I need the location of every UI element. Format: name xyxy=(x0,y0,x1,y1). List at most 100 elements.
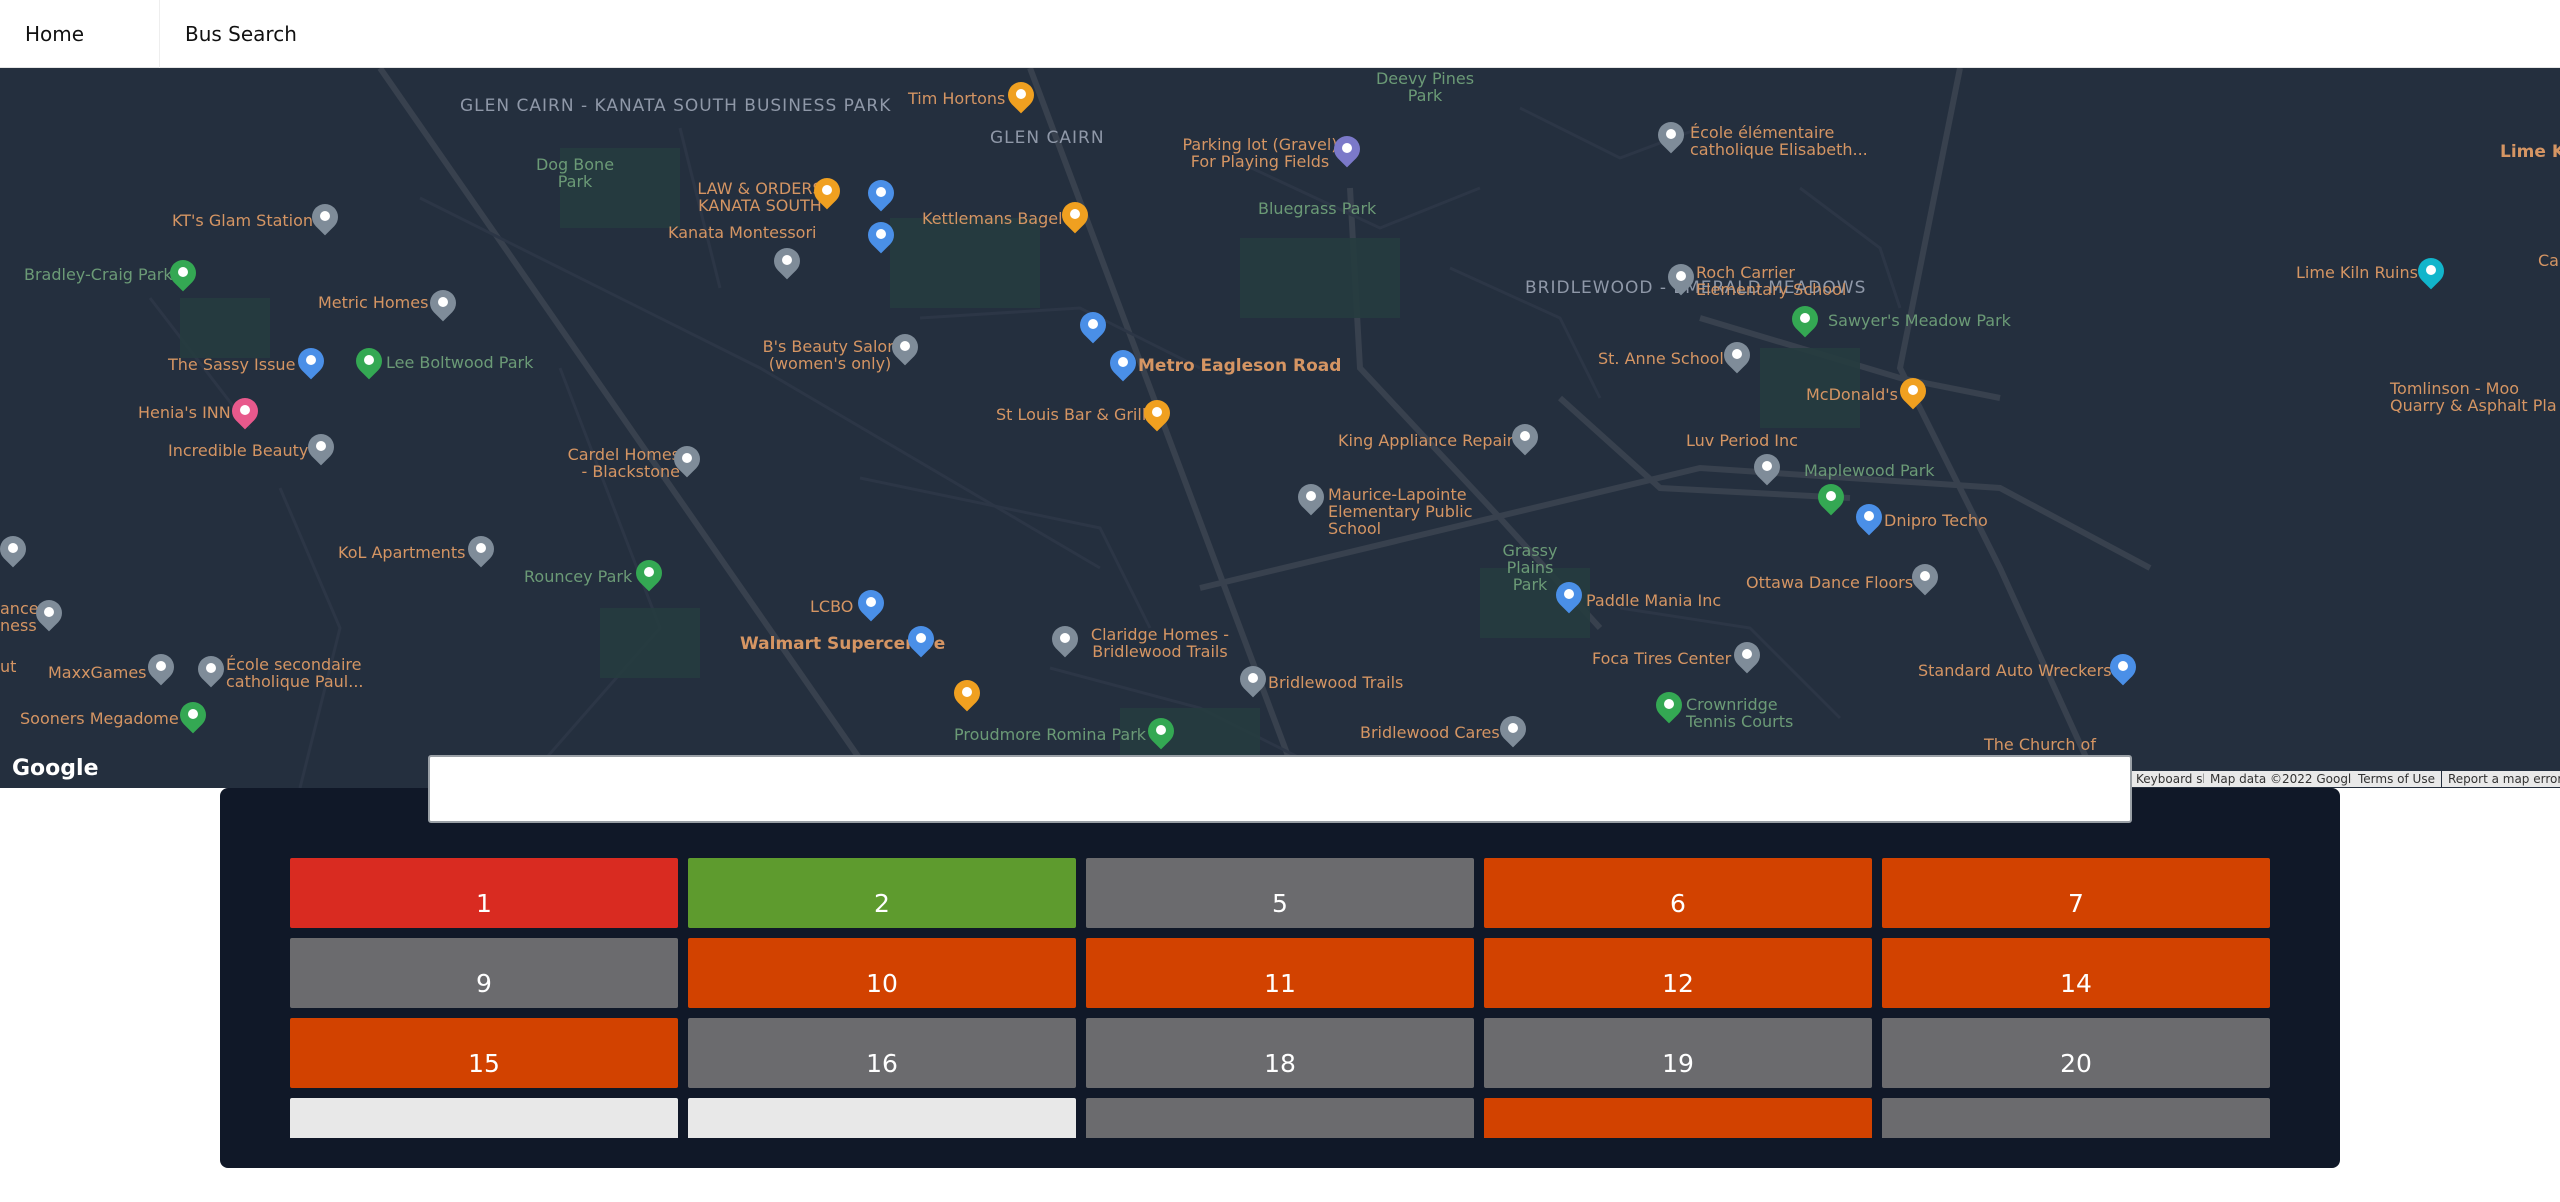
shopping-pin-icon[interactable] xyxy=(1074,306,1112,346)
place-pin-icon[interactable] xyxy=(142,648,180,688)
place-pin-icon[interactable] xyxy=(668,440,706,480)
route-button-15[interactable]: 15 xyxy=(290,1018,678,1088)
poi-claridge-homes[interactable]: Claridge Homes - Bridlewood Trails xyxy=(1090,625,1230,661)
poi-henias-inn[interactable]: Henia's INN xyxy=(138,403,231,422)
school-pin-icon[interactable] xyxy=(192,650,230,690)
terms-of-use-link[interactable]: Terms of Use xyxy=(2352,771,2441,787)
park-pin-icon[interactable] xyxy=(350,342,388,382)
place-pin-icon[interactable] xyxy=(1728,636,1766,676)
poi-grassy-plains-park[interactable]: Grassy Plains Park xyxy=(1502,541,1558,594)
route-button-12[interactable]: 12 xyxy=(1484,938,1872,1008)
route-button-6[interactable]: 6 xyxy=(1484,858,1872,928)
route-button-16[interactable]: 16 xyxy=(688,1018,1076,1088)
poi-cardel-homes[interactable]: Cardel Homes - Blackstone xyxy=(567,445,680,481)
poi-law-and-orders[interactable]: LAW & ORDERS KANATA SOUTH xyxy=(697,179,823,215)
shopping-pin-icon[interactable] xyxy=(902,620,940,660)
place-pin-icon[interactable] xyxy=(1494,710,1532,750)
poi-bridlewood-trails[interactable]: Bridlewood Trails xyxy=(1268,673,1404,692)
place-pin-icon[interactable] xyxy=(30,594,68,634)
poi-sooners-megadome[interactable]: Sooners Megadome xyxy=(20,709,179,728)
restaurant-pin-icon[interactable] xyxy=(1894,372,1932,412)
place-pin-icon[interactable] xyxy=(886,328,924,368)
poi-kol-apartments[interactable]: KoL Apartments xyxy=(338,543,466,562)
restaurant-pin-icon[interactable] xyxy=(948,674,986,714)
place-pin-icon[interactable] xyxy=(0,530,32,570)
route-button-20[interactable]: 20 xyxy=(1882,1018,2270,1088)
poi-tomlinson-quarry[interactable]: Tomlinson - Moo Quarry & Asphalt Pla xyxy=(2390,379,2557,415)
poi-sassy-issue[interactable]: The Sassy Issue xyxy=(168,355,296,374)
poi-bradley-craig-park[interactable]: Bradley-Craig Park xyxy=(24,265,173,284)
place-pin-icon[interactable] xyxy=(1234,660,1272,700)
poi-tim-hortons[interactable]: Tim Hortons xyxy=(908,89,1006,108)
park-pin-icon[interactable] xyxy=(1786,300,1824,340)
nav-bus-search-link[interactable]: Bus Search xyxy=(185,21,297,46)
poi-proudmore-romina-park[interactable]: Proudmore Romina Park xyxy=(954,725,1147,744)
place-pin-icon[interactable] xyxy=(1906,558,1944,598)
park-pin-icon[interactable] xyxy=(1812,478,1850,518)
report-map-error-link[interactable]: Report a map error xyxy=(2442,771,2560,787)
place-pin-icon[interactable] xyxy=(1046,620,1084,660)
school-pin-icon[interactable] xyxy=(1662,258,1700,298)
restaurant-pin-icon[interactable] xyxy=(1002,76,1040,116)
route-button-10[interactable]: 10 xyxy=(688,938,1076,1008)
route-button-5[interactable]: 5 xyxy=(1086,858,1474,928)
poi-standard-auto-wreckers[interactable]: Standard Auto Wreckers xyxy=(1918,661,2112,680)
park-pin-icon[interactable] xyxy=(630,554,668,594)
poi-ca[interactable]: Ca xyxy=(2538,251,2559,270)
route-button-18[interactable]: 18 xyxy=(1086,1018,1474,1088)
poi-crownridge-tennis[interactable]: Crownridge Tennis Courts xyxy=(1686,695,1794,731)
shopping-pin-icon[interactable] xyxy=(862,174,900,214)
place-pin-icon[interactable] xyxy=(462,530,500,570)
route-button-unlabeled-18[interactable] xyxy=(1484,1098,1872,1138)
place-pin-icon[interactable] xyxy=(424,284,462,324)
shopping-pin-icon[interactable] xyxy=(1550,576,1588,616)
route-button-unlabeled-17[interactable] xyxy=(1086,1098,1474,1138)
poi-foca-tires[interactable]: Foca Tires Center xyxy=(1592,649,1732,668)
poi-parking-lot[interactable]: Parking lot (Gravel) For Playing Fields xyxy=(1182,135,1338,171)
shopping-pin-icon[interactable] xyxy=(862,216,900,256)
bus-search-input[interactable] xyxy=(428,755,2132,823)
poi-st-anne-school[interactable]: St. Anne School xyxy=(1598,349,1724,368)
poi-paddle-mania[interactable]: Paddle Mania Inc xyxy=(1586,591,1722,610)
school-pin-icon[interactable] xyxy=(1292,478,1330,518)
poi-roch-carrier[interactable]: Roch Carrier Elementary School xyxy=(1696,263,1847,299)
poi-rouncey-park[interactable]: Rouncey Park xyxy=(524,567,633,586)
park-pin-icon[interactable] xyxy=(1142,712,1180,752)
nav-home-link[interactable]: Home xyxy=(0,0,160,68)
poi-ut[interactable]: ut xyxy=(0,657,17,676)
shopping-pin-icon[interactable] xyxy=(852,584,890,624)
poi-kts-glam-station[interactable]: KT's Glam Station xyxy=(172,211,314,230)
route-button-7[interactable]: 7 xyxy=(1882,858,2270,928)
park-pin-icon[interactable] xyxy=(174,696,212,736)
place-pin-icon[interactable] xyxy=(1748,448,1786,488)
poi-kanata-montessori[interactable]: Kanata Montessori xyxy=(668,223,817,242)
park-pin-icon[interactable] xyxy=(1650,686,1688,726)
poi-bridlewood-cares[interactable]: Bridlewood Cares xyxy=(1360,723,1500,742)
school-pin-icon[interactable] xyxy=(1718,336,1756,376)
poi-dog-bone-park[interactable]: Dog Bone Park xyxy=(535,155,615,191)
restaurant-pin-icon[interactable] xyxy=(1056,196,1094,236)
poi-lcbo[interactable]: LCBO xyxy=(810,597,854,616)
poi-ance-ness[interactable]: ance ness xyxy=(0,599,39,635)
poi-st-louis-bar[interactable]: St Louis Bar & Grill xyxy=(996,405,1147,424)
school-pin-icon[interactable] xyxy=(768,242,806,282)
poi-maxxgames[interactable]: MaxxGames xyxy=(48,663,147,682)
shopping-pin-icon[interactable] xyxy=(1104,344,1142,384)
landmark-pin-icon[interactable] xyxy=(2412,252,2450,292)
shopping-pin-icon[interactable] xyxy=(1850,498,1888,538)
poi-lee-boltwood-park[interactable]: Lee Boltwood Park xyxy=(386,353,534,372)
poi-metro-eagleson[interactable]: Metro Eagleson Road xyxy=(1138,356,1342,376)
route-button-11[interactable]: 11 xyxy=(1086,938,1474,1008)
route-button-9[interactable]: 9 xyxy=(290,938,678,1008)
route-button-unlabeled-19[interactable] xyxy=(1882,1098,2270,1138)
poi-ottawa-dance-floors[interactable]: Ottawa Dance Floors xyxy=(1746,573,1914,592)
poi-dnipro-techo[interactable]: Dnipro Techo xyxy=(1884,511,1988,530)
restaurant-pin-icon[interactable] xyxy=(1138,394,1176,434)
shopping-pin-icon[interactable] xyxy=(292,342,330,382)
google-map[interactable]: GLEN CAIRN - KANATA SOUTH BUSINESS PARK … xyxy=(0,68,2560,788)
place-pin-icon[interactable] xyxy=(306,198,344,238)
place-pin-icon[interactable] xyxy=(302,428,340,468)
route-button-19[interactable]: 19 xyxy=(1484,1018,1872,1088)
poi-deevy-pines-park[interactable]: Deevy Pines Park xyxy=(1375,69,1475,105)
route-button-2[interactable]: 2 xyxy=(688,858,1076,928)
